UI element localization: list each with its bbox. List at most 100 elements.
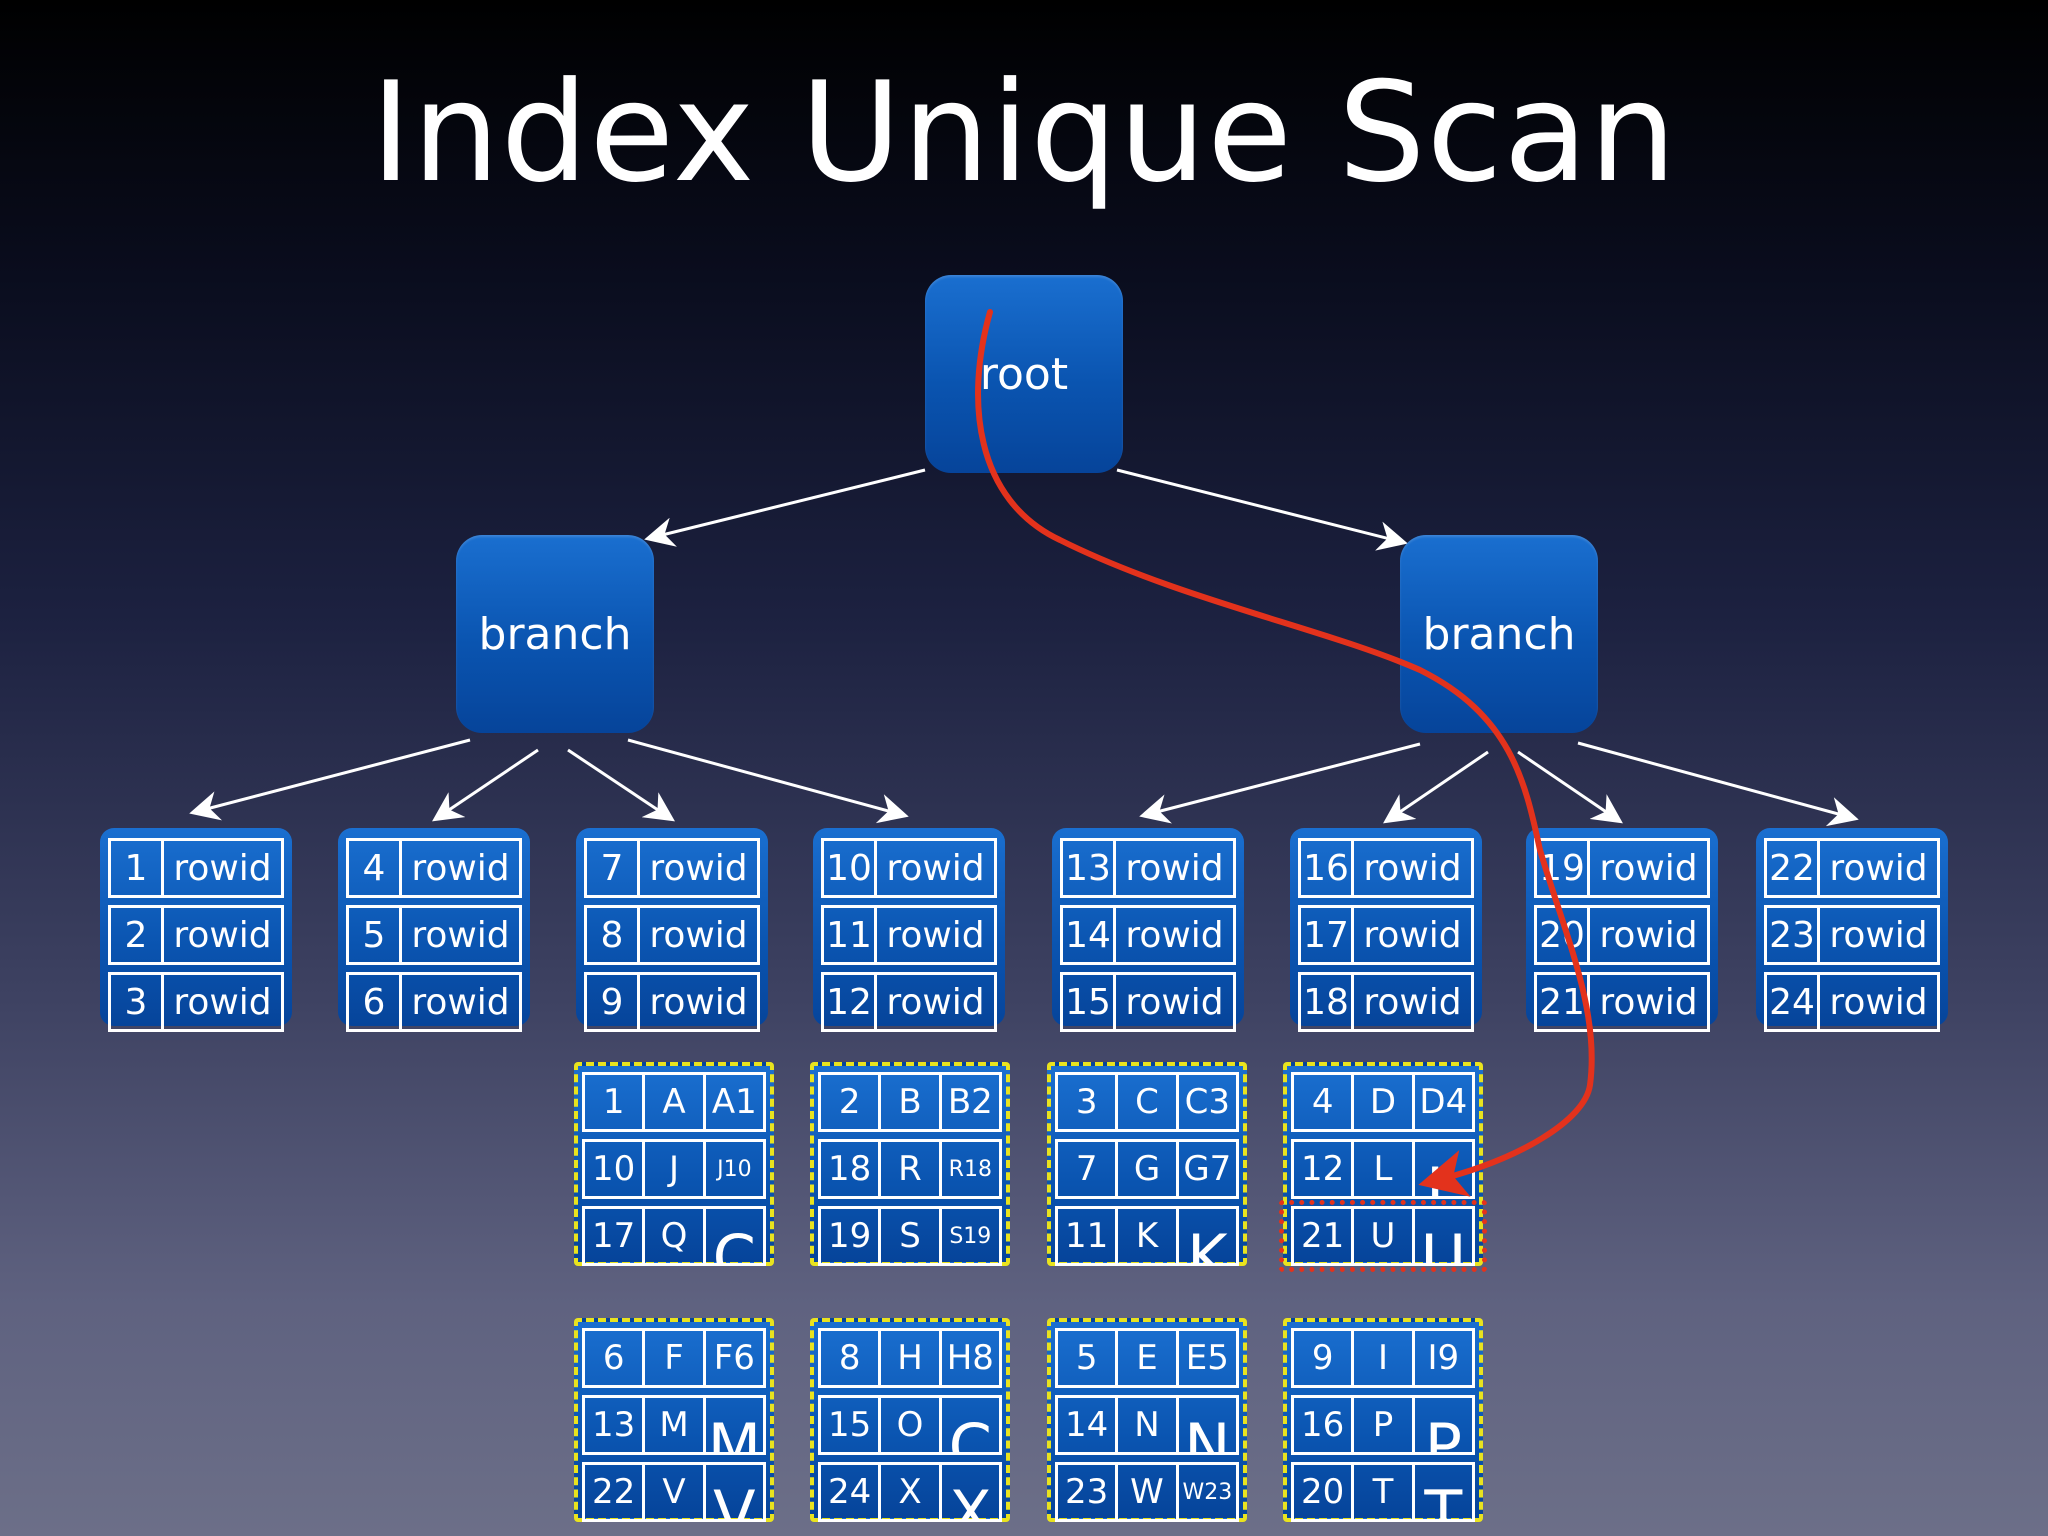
table-cell: 15 <box>818 1395 882 1455</box>
leaf-rowid: rowid <box>1587 972 1710 1032</box>
table-cell: N <box>1115 1395 1179 1455</box>
table-cell: C3 <box>1175 1072 1239 1132</box>
table-cell: 19 <box>818 1206 882 1266</box>
edge-branch-left-leaf-3 <box>567 748 675 822</box>
table-cell: O <box>878 1395 942 1455</box>
table-cell: P <box>1351 1395 1415 1455</box>
table-cell: V <box>642 1462 706 1522</box>
table-cell: 24 <box>818 1462 882 1522</box>
table-cell: V <box>702 1462 766 1522</box>
table-cell: L <box>1411 1139 1475 1199</box>
branch-node-right: branch <box>1400 535 1598 733</box>
edge-branch-left-leaf-2 <box>432 748 539 822</box>
root-node-label: root <box>979 348 1069 400</box>
leaf-rowid: rowid <box>399 972 522 1032</box>
edge-branch-left-leaf-1 <box>189 738 471 821</box>
table-cell: 7 <box>1055 1139 1119 1199</box>
leaf-key: 15 <box>1060 972 1116 1032</box>
table-cell: H <box>878 1328 942 1388</box>
table-cell: T <box>1411 1462 1475 1522</box>
table-cell: 16 <box>1291 1395 1355 1455</box>
table-cell: M <box>642 1395 706 1455</box>
leaf-rowid: rowid <box>399 838 522 898</box>
table-cell: E5 <box>1175 1328 1239 1388</box>
table-cell: N <box>1175 1395 1239 1455</box>
table-cell: K <box>1175 1206 1239 1266</box>
leaf-rowid: rowid <box>1817 972 1940 1032</box>
leaf-rowid: rowid <box>1817 838 1940 898</box>
table-cell: E <box>1115 1328 1179 1388</box>
table-cell: B <box>878 1072 942 1132</box>
table-cell: 17 <box>582 1206 646 1266</box>
table-cell: D4 <box>1411 1072 1475 1132</box>
branch-node-left: branch <box>456 535 654 733</box>
leaf-rowid: rowid <box>1351 972 1474 1032</box>
table-cell: W23 <box>1175 1462 1239 1522</box>
leaf-rowid: rowid <box>161 905 284 965</box>
table-cell: 1 <box>582 1072 646 1132</box>
table-cell: A1 <box>702 1072 766 1132</box>
leaf-rowid: rowid <box>1587 838 1710 898</box>
leaf-rowid: rowid <box>399 905 522 965</box>
table-cell: C <box>1115 1072 1179 1132</box>
leaf-key: 24 <box>1764 972 1820 1032</box>
table-cell: 5 <box>1055 1328 1119 1388</box>
table-cell: 11 <box>1055 1206 1119 1266</box>
table-cell: C <box>938 1395 1002 1455</box>
table-cell: 3 <box>1055 1072 1119 1132</box>
table-cell: X <box>938 1462 1002 1522</box>
leaf-key: 23 <box>1764 905 1820 965</box>
leaf-key: 2 <box>108 905 164 965</box>
table-cell: C <box>702 1206 766 1266</box>
branch-node-left-label: branch <box>478 608 632 660</box>
table-cell: 20 <box>1291 1462 1355 1522</box>
leaf-key: 22 <box>1764 838 1820 898</box>
table-cell: 13 <box>582 1395 646 1455</box>
leaf-rowid: rowid <box>1351 838 1474 898</box>
leaf-key: 4 <box>346 838 402 898</box>
leaf-key: 16 <box>1298 838 1354 898</box>
table-cell: X <box>878 1462 942 1522</box>
leaf-rowid: rowid <box>874 972 997 1032</box>
leaf-rowid: rowid <box>1817 905 1940 965</box>
leaf-rowid: rowid <box>874 905 997 965</box>
table-cell: I <box>1351 1328 1415 1388</box>
